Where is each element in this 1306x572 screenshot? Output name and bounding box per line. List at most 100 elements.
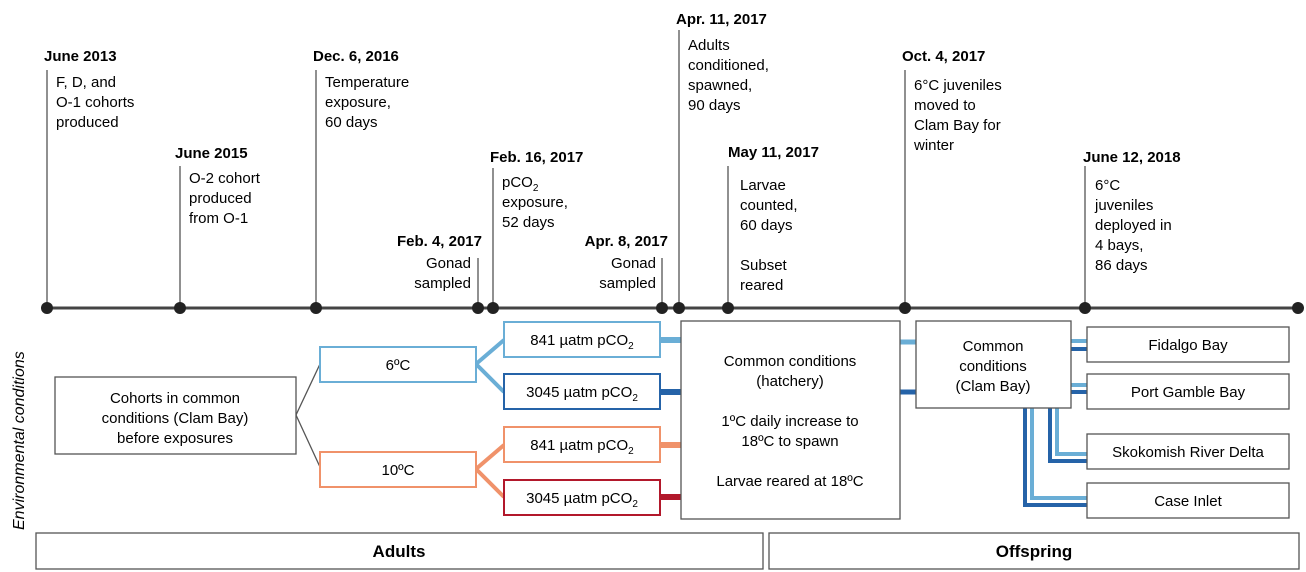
box-line: Common conditions <box>724 353 857 370</box>
temp-6c-box: 6ºC <box>319 346 477 383</box>
event-line: reared <box>740 277 783 294</box>
event-line: exposure, <box>325 94 391 111</box>
event-date: May 11, 2017 <box>728 144 819 161</box>
connectors <box>295 363 321 468</box>
box-label: 3045 µatm pCO2 <box>526 384 638 404</box>
pco2-841-6c-box: 841 µatm pCO2 <box>503 321 661 358</box>
pco2-to-hatchery <box>660 337 681 500</box>
event-line: moved to <box>914 97 976 114</box>
timeline-ticks <box>46 30 1086 308</box>
event-line: 86 days <box>1095 257 1148 274</box>
event-line: conditioned, <box>688 57 769 74</box>
fidalgo-bay-box: Fidalgo Bay <box>1086 326 1290 363</box>
box-label: 841 µatm pCO2 <box>530 332 634 352</box>
event-line: deployed in <box>1095 217 1172 234</box>
event-line: O-1 cohorts <box>56 94 134 111</box>
box-line: before exposures <box>117 430 233 447</box>
event-line: 52 days <box>502 214 555 231</box>
event-line: 60 days <box>325 114 378 131</box>
event-date: Apr. 8, 2017 <box>585 233 668 250</box>
event-oct4: Oct. 4, 2017 6°C juveniles moved to Clam… <box>902 48 1002 154</box>
event-dot-june2015 <box>174 302 186 314</box>
skokomish-box: Skokomish River Delta <box>1086 433 1290 470</box>
box-line: conditions <box>959 358 1027 375</box>
event-dot-feb4 <box>472 302 484 314</box>
box-line: 18ºC to spawn <box>741 433 838 450</box>
pco2-3045-10c-box: 3045 µatm pCO2 <box>503 479 661 516</box>
box-label: 841 µatm pCO2 <box>530 437 634 457</box>
clambay-box: Common conditions (Clam Bay) <box>915 320 1072 409</box>
box-label: 6ºC <box>386 357 411 374</box>
event-line: Larvae <box>740 177 786 194</box>
event-june2013: June 2013 F, D, and O-1 cohorts produced <box>44 48 134 131</box>
band-label: Offspring <box>996 542 1073 561</box>
timeline-end-dot <box>1292 302 1304 314</box>
box-label: Case Inlet <box>1154 493 1222 510</box>
event-line: Gonad <box>611 255 656 272</box>
event-line: exposure, <box>502 194 568 211</box>
event-dot-apr8 <box>656 302 668 314</box>
temperature-branches <box>474 338 506 499</box>
box-line: Larvae reared at 18ºC <box>716 473 863 490</box>
event-line: 4 bays, <box>1095 237 1143 254</box>
hatchery-box: Common conditions (hatchery) 1ºC daily i… <box>680 320 901 520</box>
event-date: Dec. 6, 2016 <box>313 48 399 65</box>
box-line: Common <box>963 338 1024 355</box>
event-line: from O-1 <box>189 210 248 227</box>
event-line: F, D, and <box>56 74 116 91</box>
event-line: 6°C juveniles <box>914 77 1002 94</box>
event-line: winter <box>913 137 954 154</box>
pco2-841-10c-box: 841 µatm pCO2 <box>503 426 661 463</box>
event-feb4: Feb. 4, 2017 Gonad sampled <box>397 233 482 292</box>
box-label: Port Gamble Bay <box>1131 384 1246 401</box>
event-line: produced <box>189 190 252 207</box>
timeline-dots <box>41 302 1304 314</box>
temp-10c-box: 10ºC <box>319 451 477 488</box>
event-dot-apr11 <box>673 302 685 314</box>
box-label: Fidalgo Bay <box>1148 337 1228 354</box>
event-dot-dec2016 <box>310 302 322 314</box>
box-line: 1ºC daily increase to <box>721 413 858 430</box>
event-date: Feb. 4, 2017 <box>397 233 482 250</box>
event-line: pCO2 <box>502 174 539 194</box>
case-inlet-box: Case Inlet <box>1086 482 1290 519</box>
event-dec2016: Dec. 6, 2016 Temperature exposure, 60 da… <box>313 48 409 131</box>
box-label: 10ºC <box>382 462 415 479</box>
band-label: Adults <box>373 542 426 561</box>
event-june2018: June 12, 2018 6°C juveniles deployed in … <box>1083 149 1181 274</box>
port-gamble-bay-box: Port Gamble Bay <box>1086 373 1290 410</box>
event-line: Adults <box>688 37 730 54</box>
box-label: Skokomish River Delta <box>1112 444 1264 461</box>
event-dot-june2018 <box>1079 302 1091 314</box>
offspring-band: Offspring <box>768 532 1300 570</box>
box-line: Cohorts in common <box>110 390 240 407</box>
adults-band: Adults <box>35 532 764 570</box>
event-line: juveniles <box>1094 197 1153 214</box>
event-dot-feb16 <box>487 302 499 314</box>
box-label: 3045 µatm pCO2 <box>526 490 638 510</box>
event-line: produced <box>56 114 119 131</box>
event-line: Clam Bay for <box>914 117 1001 134</box>
event-date: June 2015 <box>175 145 248 162</box>
event-apr8: Apr. 8, 2017 Gonad sampled <box>585 233 668 292</box>
event-dot-may11 <box>722 302 734 314</box>
box-line: (hatchery) <box>756 373 824 390</box>
event-line: counted, <box>740 197 798 214</box>
event-line: Subset <box>740 257 788 274</box>
event-date: Apr. 11, 2017 <box>676 11 767 28</box>
event-line: spawned, <box>688 77 752 94</box>
event-date: June 2013 <box>44 48 117 65</box>
event-feb16: Feb. 16, 2017 pCO2 exposure, 52 days <box>490 149 583 231</box>
event-date: Oct. 4, 2017 <box>902 48 985 65</box>
event-line: 60 days <box>740 217 793 234</box>
event-line: Gonad <box>426 255 471 272</box>
event-dot-oct4 <box>899 302 911 314</box>
event-date: June 12, 2018 <box>1083 149 1181 166</box>
event-line: O-2 cohort <box>189 170 261 187</box>
event-dot-june2013 <box>41 302 53 314</box>
event-date: Feb. 16, 2017 <box>490 149 583 166</box>
event-line: sampled <box>599 275 656 292</box>
event-line: 6°C <box>1095 177 1120 194</box>
box-line: conditions (Clam Bay) <box>102 410 249 427</box>
